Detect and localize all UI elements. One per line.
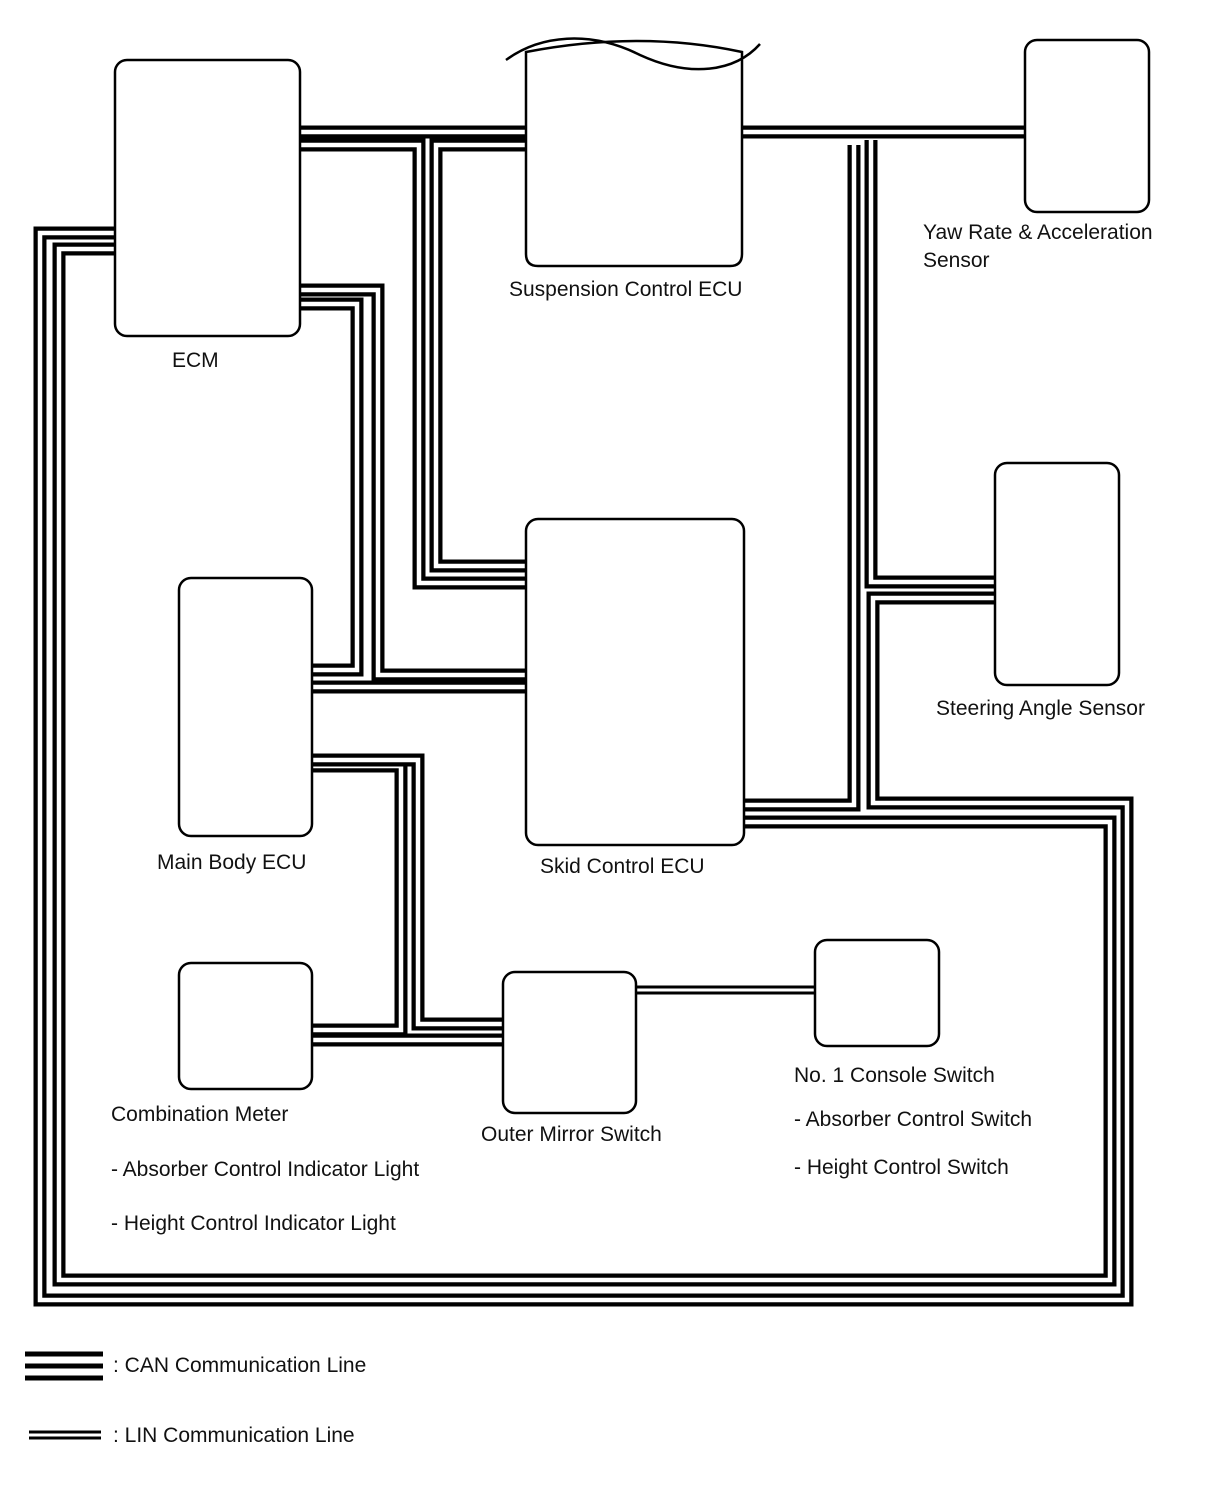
combination-meter-label: Combination Meter [111,1103,289,1126]
legend-can-label: : CAN Communication Line [113,1354,367,1377]
can-right-vertical [744,145,861,812]
console-switch-item-height: - Height Control Switch [794,1156,1009,1179]
outer-mirror-switch-box [501,970,638,1115]
ecm-box [113,58,302,338]
legend-lines [25,1351,103,1440]
yaw-rate-sensor-label-line1: Yaw Rate & Acceleration [923,221,1153,244]
skid-control-ecu-box [524,517,746,847]
outer-mirror-switch-label: Outer Mirror Switch [481,1123,662,1146]
can-steering-link [864,140,995,589]
steering-angle-sensor-box [993,461,1121,687]
suspension-box-torn-edge [505,37,761,71]
yaw-rate-sensor-box [1023,38,1151,214]
can-lines [33,125,1134,1307]
console-switch-box [813,938,941,1048]
combination-meter-item-height: - Height Control Indicator Light [111,1212,396,1235]
main-body-ecu-label: Main Body ECU [157,851,307,874]
combination-meter-item-absorber: - Absorber Control Indicator Light [111,1158,420,1181]
console-switch-item-absorber: - Absorber Control Switch [794,1108,1033,1131]
ecm-label: ECM [172,349,219,372]
component-boxes [113,37,1151,1115]
can-ecm-to-skid [300,138,526,590]
legend-lin-label: : LIN Communication Line [113,1424,355,1447]
can-suspension-to-skid [429,138,526,573]
suspension-control-ecu-label: Suspension Control ECU [509,278,743,301]
steering-angle-sensor-label: Steering Angle Sensor [936,697,1145,720]
skid-control-ecu-label: Skid Control ECU [540,855,705,878]
suspension-control-ecu-box [524,39,744,268]
can-main-body-to-meter [312,759,408,1037]
console-switch-label: No. 1 Console Switch [794,1064,995,1087]
combination-meter-box [177,961,314,1091]
main-body-ecu-box [177,576,314,838]
yaw-rate-sensor-label-line2: Sensor [923,249,990,272]
